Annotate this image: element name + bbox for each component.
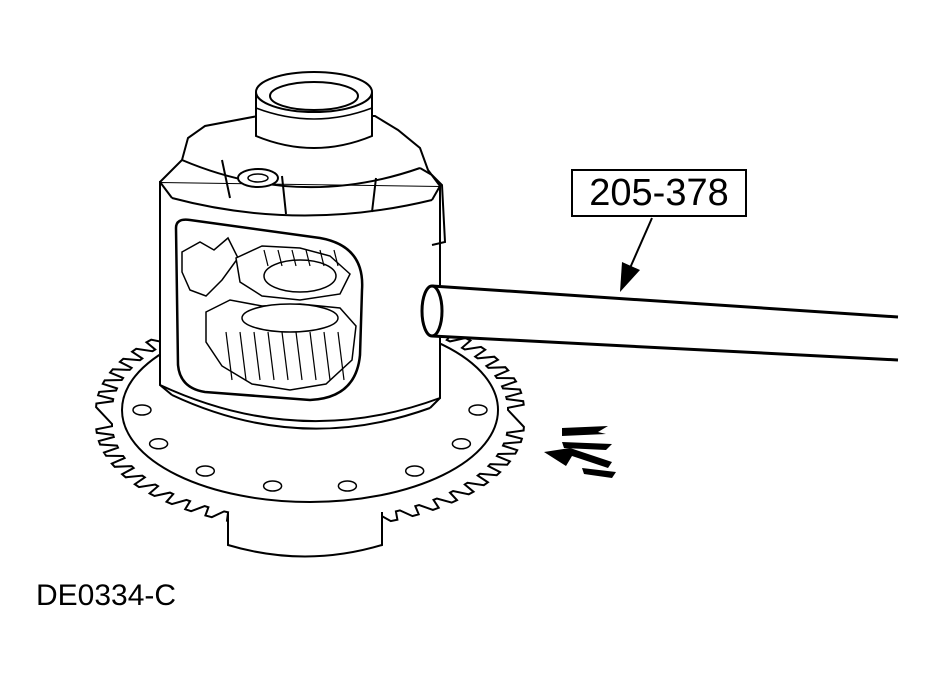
gear-tooth-line [295, 331, 303, 381]
bolt-hole [262, 480, 283, 492]
gear-tooth-line [291, 249, 297, 267]
bolt-hole [148, 438, 169, 450]
gear-tooth-line [319, 249, 325, 267]
installer-rod-icon [420, 284, 899, 362]
bolt-hole [468, 404, 488, 416]
bolt-hole [337, 480, 358, 492]
tool-number-callout: 205-378 [571, 169, 747, 217]
gear-tooth-line [337, 331, 345, 381]
bolt-hole [404, 465, 425, 477]
gear-tooth-line [267, 331, 275, 381]
bolt-hole [195, 465, 216, 477]
callout-leader-arrow [620, 217, 653, 292]
gear-tooth-line [253, 331, 261, 381]
figure-id-label: DE0334-C [36, 579, 177, 612]
differential-case-icon [159, 71, 447, 430]
gear-tooth-line [263, 249, 269, 267]
gear-tooth-line [239, 331, 247, 381]
gear-tooth-line [281, 331, 289, 381]
gear-tooth-line [333, 249, 339, 267]
gear-tooth-line [277, 249, 283, 267]
bolt-hole [451, 438, 472, 450]
gear-tooth-line [225, 331, 233, 381]
rotation-direction-arrows-icon [544, 426, 616, 478]
gear-tooth-line [323, 331, 331, 381]
lower-hub-icon [227, 512, 383, 558]
bolt-holes [132, 404, 488, 492]
gear-tooth-line [305, 249, 311, 267]
gear-tooth-line [309, 331, 317, 381]
bolt-hole [132, 404, 152, 416]
